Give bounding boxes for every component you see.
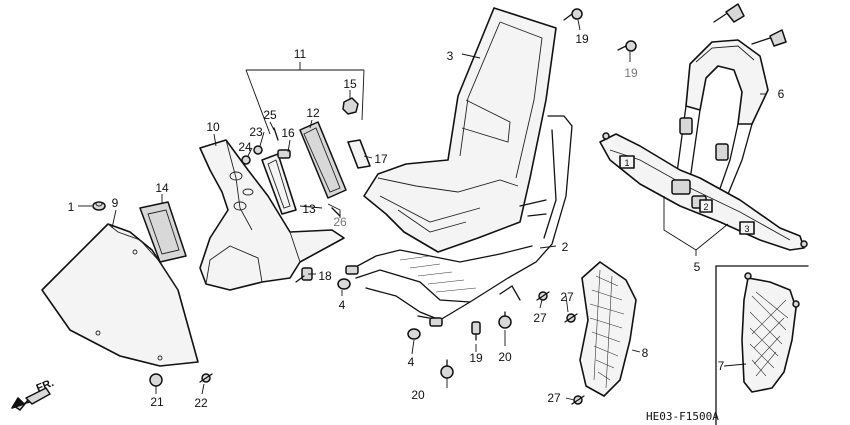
callout-8: 8 xyxy=(642,346,649,360)
meter-panel xyxy=(139,201,187,263)
warning-label-part xyxy=(347,139,371,169)
switch-panel-assembly xyxy=(241,121,347,217)
front-direction-arrow: FR. xyxy=(11,377,56,411)
dash-housing xyxy=(199,139,345,291)
callout-23: 23 xyxy=(249,125,263,139)
callout-21: 21 xyxy=(150,395,164,409)
callout-26: 26 xyxy=(333,215,347,229)
leader-lines xyxy=(78,19,766,401)
callout-labels: 1 9 14 10 11 12 25 16 23 24 15 17 13 26 … xyxy=(68,32,785,410)
callout-24: 24 xyxy=(238,140,252,154)
strap-mark-2: 2 xyxy=(703,202,708,212)
callout-10: 10 xyxy=(206,120,220,134)
callout-6: 6 xyxy=(778,87,785,101)
figure-code: HE03-F1500A xyxy=(646,410,719,423)
callout-27-left: 27 xyxy=(533,311,547,325)
bushing-parts xyxy=(337,278,421,340)
callout-7: 7 xyxy=(718,359,725,373)
bolt-parts xyxy=(149,8,637,405)
callout-22: 22 xyxy=(194,396,208,410)
callout-5: 5 xyxy=(694,260,701,274)
callout-4-upper: 4 xyxy=(339,298,346,312)
strap-marks: 1 2 3 xyxy=(624,158,749,234)
side-grille-panel xyxy=(579,261,637,397)
callout-2: 2 xyxy=(562,240,569,254)
inset-box xyxy=(715,265,809,425)
callout-17: 17 xyxy=(374,152,388,166)
seat-belt-assembly xyxy=(599,3,808,251)
callout-15: 15 xyxy=(343,77,357,91)
callout-11: 11 xyxy=(294,47,307,61)
callout-27-upper: 27 xyxy=(560,290,574,304)
callout-16: 16 xyxy=(281,126,295,140)
callout-20-bottom: 20 xyxy=(411,388,425,402)
callout-18: 18 xyxy=(318,269,332,283)
front-direction-label: FR. xyxy=(35,377,56,395)
callout-3: 3 xyxy=(447,49,454,63)
clip-part xyxy=(295,267,313,283)
callout-20-right: 20 xyxy=(498,350,512,364)
callout-14: 14 xyxy=(155,181,169,195)
strap-mark-3: 3 xyxy=(744,224,749,234)
callout-4-lower: 4 xyxy=(408,355,415,369)
callout-13: 13 xyxy=(302,202,316,216)
callout-12: 12 xyxy=(306,106,320,120)
callout-19-grey: 19 xyxy=(624,66,638,80)
callout-27-lower: 27 xyxy=(547,391,561,405)
callout-19-top: 19 xyxy=(575,32,589,46)
callout-25: 25 xyxy=(263,108,277,122)
front-cover-panel xyxy=(41,223,199,367)
callout-1: 1 xyxy=(68,200,75,214)
strap-mark-1: 1 xyxy=(624,158,629,168)
callout-9: 9 xyxy=(112,196,119,210)
seat-frame xyxy=(345,115,573,327)
seat xyxy=(363,7,557,253)
nut-part xyxy=(342,97,359,115)
callout-19-bottom: 19 xyxy=(469,351,483,365)
grommet-part xyxy=(92,201,106,211)
